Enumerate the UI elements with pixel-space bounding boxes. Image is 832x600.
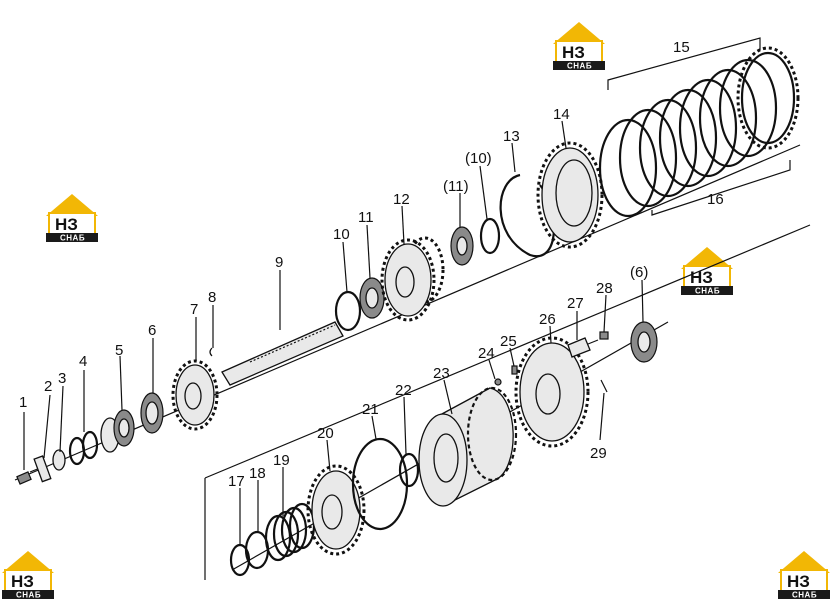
callout-8: 8 (208, 289, 216, 306)
part-5-bearing (100, 409, 135, 453)
callout-22: 22 (395, 382, 412, 399)
callout-5: 5 (115, 342, 123, 359)
logo-bottom-right-letters: НЗ (787, 572, 810, 591)
part-15-16-disc-pack (598, 46, 800, 218)
callout-28: 28 (596, 280, 613, 297)
part-29-pin (600, 379, 608, 393)
part-26-gear (514, 336, 590, 448)
part-6b-bearing (630, 321, 658, 363)
part-21-seal-ring (351, 437, 409, 531)
part-6-bearing (140, 392, 164, 434)
logo-bottom-right-band: СНАБ (792, 591, 817, 600)
callout-9: 9 (275, 254, 283, 271)
part-2-lock-plate (33, 455, 52, 483)
part-7-gear (171, 359, 219, 431)
part-11-bearing (359, 277, 385, 319)
bracket-16 (651, 160, 791, 216)
callout-18: 18 (249, 465, 266, 482)
leader-lines (23, 120, 644, 545)
callout-26: 26 (539, 311, 556, 328)
part-27-plate (567, 337, 591, 358)
callout-6: 6 (148, 322, 156, 339)
callout-11b: (11) (443, 178, 469, 195)
callout-16: 16 (707, 191, 724, 208)
part-28-bolt (587, 331, 609, 345)
callout-12: 12 (393, 191, 410, 208)
logo-left-letters: НЗ (55, 215, 78, 234)
logo-left-band: СНАБ (60, 234, 85, 243)
logo-mid-right: НЗ СНАБ (680, 246, 734, 296)
bracket-15 (607, 37, 761, 90)
part-18-washer (244, 530, 270, 570)
callout-20: 20 (317, 425, 334, 442)
callout-7: 7 (190, 301, 198, 318)
callout-13: 13 (503, 128, 520, 145)
logo-bottom-left-letters: НЗ (11, 572, 34, 591)
callout-4: 4 (79, 353, 87, 370)
callout-3: 3 (58, 370, 66, 387)
logo-top-letters: НЗ (562, 43, 585, 62)
callout-11: 11 (358, 209, 374, 226)
part-14-plate (536, 141, 604, 249)
part-1-bolt (16, 467, 41, 485)
part-22-ring (398, 452, 420, 488)
part-24-plug (494, 378, 502, 386)
callout-10: 10 (333, 226, 350, 243)
callout-19: 19 (273, 452, 290, 469)
part-11b-bearing (450, 226, 474, 266)
part-23-drum (418, 386, 518, 507)
logo-mid-right-band: СНАБ (695, 287, 720, 296)
callout-21: 21 (362, 401, 379, 418)
callout-2: 2 (44, 378, 52, 395)
callout-29: 29 (590, 445, 607, 462)
logo-bottom-left: НЗ СНАБ (1, 550, 55, 600)
part-12-gear (380, 236, 445, 322)
callout-23: 23 (433, 365, 450, 382)
callout-15: 15 (673, 39, 690, 56)
callout-14: 14 (553, 106, 570, 123)
lower-frame-top (204, 224, 811, 479)
callout-10b: (10) (465, 150, 492, 167)
part-3-washer (52, 449, 66, 471)
callout-24: 24 (478, 345, 495, 362)
part-8-pin (209, 347, 213, 357)
logo-top-band: СНАБ (567, 62, 592, 71)
part-19-spring (264, 502, 316, 562)
part-4-shims (68, 430, 99, 466)
part-10-snap-ring (334, 290, 362, 332)
part-10b-snap-ring (479, 217, 501, 255)
logo-top: НЗ СНАБ (552, 21, 606, 71)
callout-1: 1 (19, 394, 27, 411)
logo-left: НЗ СНАБ (45, 193, 99, 243)
callout-17: 17 (228, 473, 245, 490)
logo-bottom-left-band: СНАБ (16, 591, 41, 600)
part-20-gear (306, 464, 366, 556)
part-25-pin (511, 365, 518, 375)
part-9-shaft (221, 321, 344, 386)
callout-27: 27 (567, 295, 584, 312)
callout-6b: (6) (630, 264, 648, 281)
callout-25: 25 (500, 333, 517, 350)
logo-bottom-right: НЗ СНАБ (777, 550, 831, 600)
